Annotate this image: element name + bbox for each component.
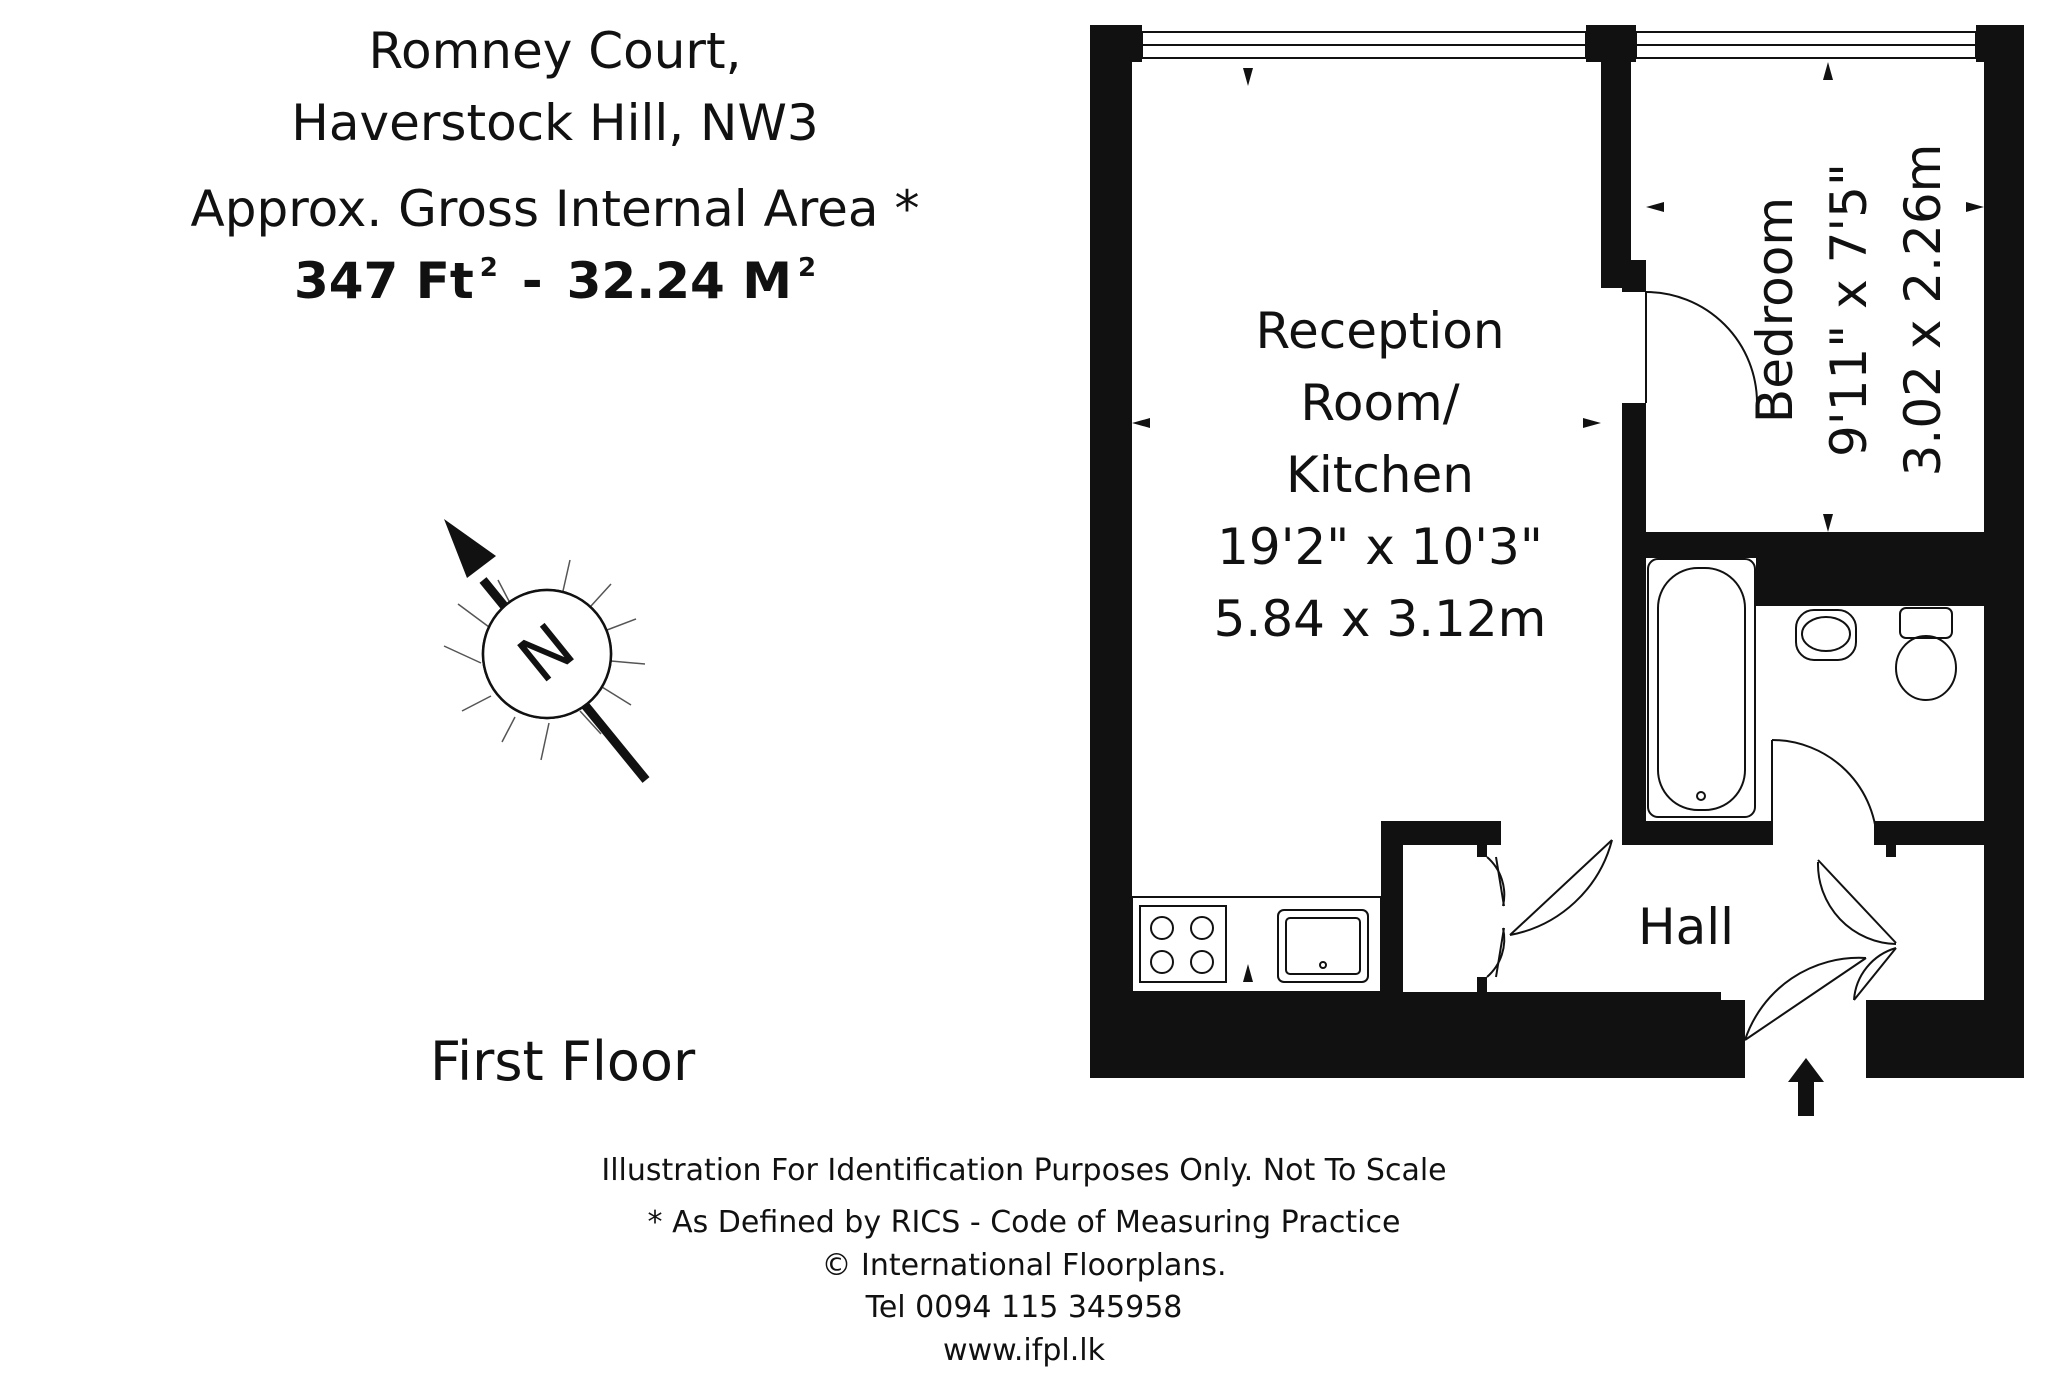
reception-name-line-1: Reception [1255,302,1504,360]
bedroom-label: Bedroom 9'11" x 7'5" 3.02 x 2.26m [1746,144,1952,477]
bedroom-door [1645,291,1758,404]
footer-rics-note: * As Defined by RICS - Code of Measuring… [647,1205,1401,1240]
dimension-arrow-icon [1583,418,1601,428]
address-line-1: Romney Court, [368,22,742,80]
reception-name-line-3: Kitchen [1286,446,1474,504]
reception-size-imperial: 19'2" x 10'3" [1217,518,1543,576]
hob-icon [1139,905,1227,983]
reception-name-line-2: Room/ [1300,374,1459,432]
north-arrow-icon [444,519,496,578]
kitchen-worktop [1131,896,1382,993]
area-m-superscript: 2 [797,253,817,283]
footer-website: www.ifpl.lk [943,1333,1105,1368]
reception-size-metric: 5.84 x 3.12m [1214,590,1547,648]
bath-icon [1647,558,1756,818]
bedroom-size-imperial: 9'11" x 7'5" [1820,163,1878,457]
bathroom-door [1771,739,1878,846]
kitchen-fittings [1131,896,1382,993]
doors [1486,291,1897,1041]
dimension-arrow-icon [1823,514,1833,532]
area-ft-superscript: 2 [479,253,498,283]
compass: N [443,519,650,783]
basin-icon [1795,609,1857,661]
cupboard-doors [1486,856,1506,978]
kitchen-hall-door [1509,839,1613,936]
area-title: Approx. Gross Internal Area * [190,180,920,238]
entrance-door [1744,956,1867,1041]
address-line-2: Haverstock Hill, NW3 [291,94,819,152]
walls [1090,25,2024,1078]
footer-copyright: © International Floorplans. [821,1248,1227,1283]
bathroom-fittings [1647,558,1957,818]
entrance-arrow-icon [1788,1058,1824,1116]
reception-label: Reception Room/ Kitchen 19'2" x 10'3" 5.… [1214,302,1547,648]
area-m: 32.24 M [566,252,792,310]
dimension-arrow-icon [1243,68,1253,86]
hall-label: Hall [1638,898,1734,956]
footer-disclaimer: Illustration For Identification Purposes… [601,1153,1447,1188]
dimension-arrow-icon [1823,62,1833,80]
windows [1141,31,1977,59]
sink-icon [1277,909,1369,983]
compass-rays [443,559,646,761]
floor-label: First Floor [430,1030,696,1093]
dimension-markers [1132,62,1984,982]
area-ft: 347 Ft [293,252,474,310]
footer-telephone: Tel 0094 115 345958 [865,1290,1183,1325]
bedroom-size-metric: 3.02 x 2.26m [1894,144,1952,477]
dimension-arrow-icon [1243,964,1253,982]
dimension-arrow-icon [1646,202,1664,212]
right-cupboard-doors [1816,859,1897,1001]
bedroom-name: Bedroom [1746,197,1804,423]
dimension-arrow-icon [1132,418,1150,428]
dimension-arrow-icon [1966,202,1984,212]
toilet-icon [1895,607,1957,701]
area-dash: - [521,252,543,310]
